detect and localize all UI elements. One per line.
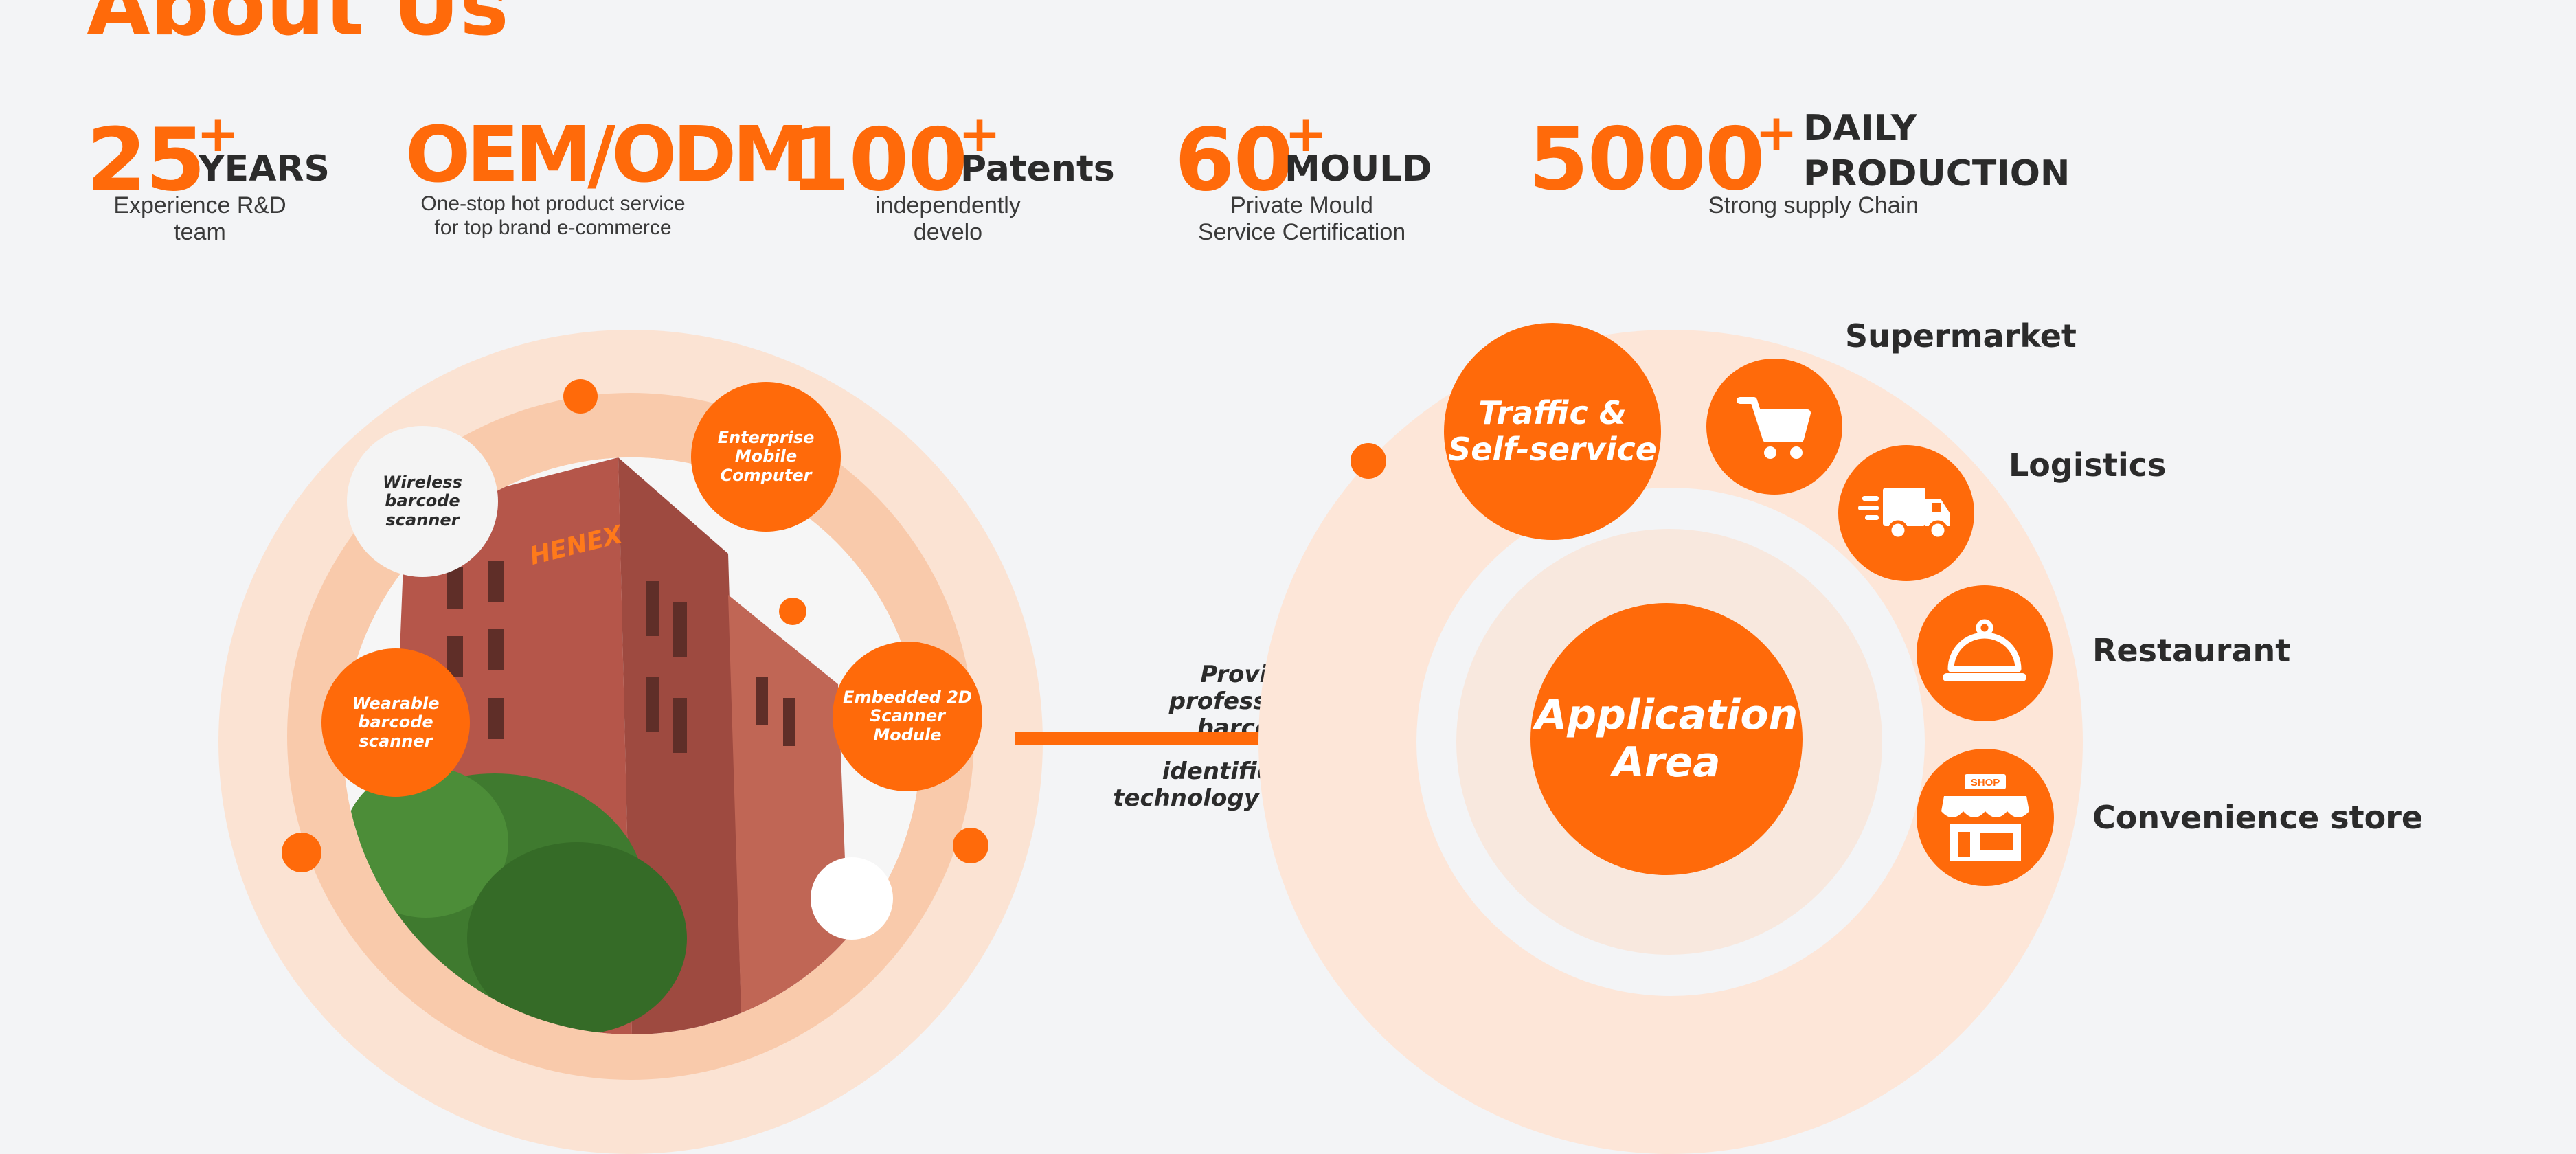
decor-dot [953,828,988,863]
decor-dot [282,833,321,872]
stat-patents-plus: + [958,104,1002,163]
stat-daily-value: 5000 [1528,109,1765,210]
stat-mould-value: 60 [1175,109,1293,210]
decor-dot [779,598,806,625]
traffic-self-service[interactable]: Traffic &Self-service [1444,323,1661,540]
stat-patents-caption: independently develo [875,192,1021,246]
stat-years-caption: Experience R&D team [113,192,286,246]
shopping-cart-icon [1737,397,1811,459]
stat-daily-suffix-line1: DAILY [1803,108,1917,149]
stat-daily-suffix-line2: PRODUCTION [1803,153,2070,194]
restaurant-label: Restaurant [2092,632,2291,669]
stat-mould-plus: + [1285,104,1328,163]
decor-white-circle [811,857,893,940]
supermarket-label: Supermarket [1845,317,2077,354]
stat-years-suffix: YEARS [199,148,330,190]
convenience-store-label: Convenience store [2092,799,2424,836]
stat-oem-caption: One-stop hot product service for top bra… [420,192,686,239]
stat-daily-plus: + [1755,104,1798,163]
cloche-icon [1943,619,2026,681]
shop-icon: SHOP [1941,774,2029,861]
stat-patents: 100 + Patents independently develo [790,104,1120,254]
stat-oem-value: OEM/ODM [405,111,809,200]
page-title: About Us [87,0,509,54]
restaurant-button[interactable] [1917,585,2053,721]
convenience-store-button[interactable]: SHOP [1917,749,2054,886]
supermarket-button[interactable] [1706,359,1842,495]
decor-dot [1351,443,1386,479]
stat-years-value: 25 [87,109,205,210]
stat-mould-caption: Private Mould Service Certification [1197,192,1406,246]
logistics-button[interactable] [1838,445,1974,581]
stat-mould: 60 + MOULD Private Mould Service Certifi… [1175,104,1436,254]
stat-oem: OEM/ODM One-stop hot product service for… [398,110,809,254]
stat-patents-value: 100 [790,109,968,210]
stat-patents-suffix: Patents [960,148,1115,190]
shop-sign: SHOP [1971,777,2000,789]
stat-years-plus: + [196,104,240,163]
delivery-truck-icon [1858,488,1950,541]
decor-dot [563,379,598,414]
stat-mould-suffix: MOULD [1285,148,1432,190]
logistics-label: Logistics [2009,446,2167,484]
stat-daily-caption: Strong supply Chain [1708,192,1919,218]
stat-daily: 5000 + DAILY PRODUCTION Strong supply Ch… [1528,106,2092,251]
stat-years: 25 + YEARS Experience R&D team [87,104,330,254]
